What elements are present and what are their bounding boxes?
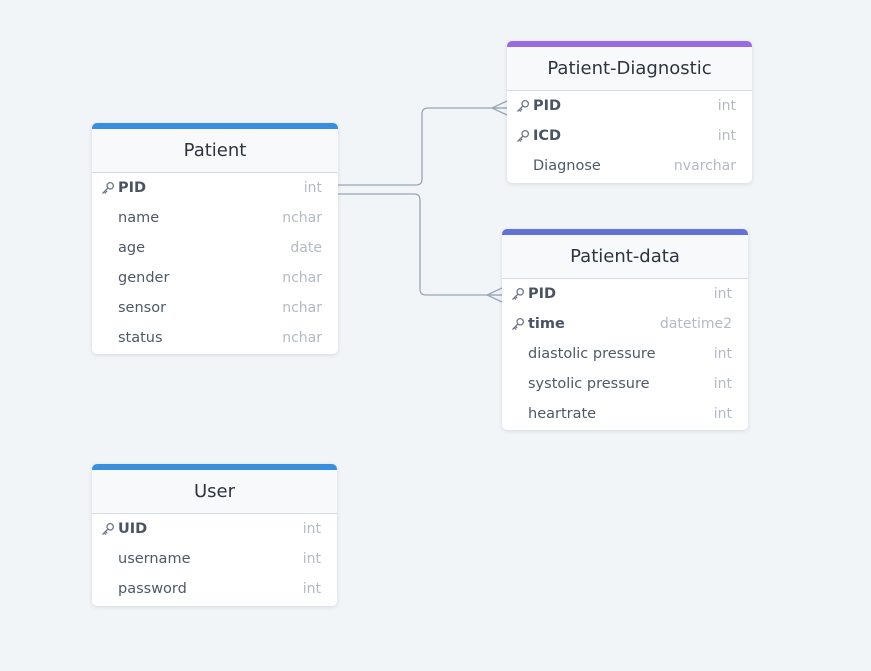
crowfoot-patient-data-icon	[485, 287, 503, 303]
table-accent-bar	[502, 229, 748, 235]
connector-patient-to-diagnostic[interactable]	[338, 107, 507, 186]
field-row[interactable]: PID int	[507, 91, 752, 121]
table-accent-bar	[507, 41, 752, 47]
table-user[interactable]: User UID int username int password int	[92, 464, 337, 606]
table-title[interactable]: Patient	[92, 129, 338, 173]
field-row[interactable]: time datetime2	[502, 309, 748, 339]
field-type: nchar	[282, 270, 322, 286]
table-accent-bar	[92, 123, 338, 129]
field-type: nchar	[282, 210, 322, 226]
primary-key-icon	[516, 99, 530, 113]
field-name: systolic pressure	[528, 376, 650, 392]
field-row[interactable]: age date	[92, 233, 338, 263]
field-name: heartrate	[528, 406, 597, 422]
table-accent-bar	[92, 464, 337, 470]
field-name: PID	[118, 180, 147, 196]
field-type: int	[717, 98, 736, 114]
field-row[interactable]: username int	[92, 544, 337, 574]
field-row[interactable]: systolic pressure int	[502, 369, 748, 399]
table-title[interactable]: Patient-Diagnostic	[507, 47, 752, 91]
field-name: ICD	[533, 128, 562, 144]
field-type: int	[302, 581, 321, 597]
table-title[interactable]: User	[92, 470, 337, 514]
primary-key-icon	[516, 129, 530, 143]
field-name: sensor	[118, 300, 167, 316]
table-title[interactable]: Patient-data	[502, 235, 748, 279]
field-type: int	[713, 406, 732, 422]
field-list: PID int name nchar age date gender nchar sensor n…	[92, 173, 338, 353]
field-name: age	[118, 240, 146, 256]
field-name: gender	[118, 270, 170, 286]
crowfoot-diagnostic-icon	[490, 100, 508, 116]
field-row[interactable]: heartrate int	[502, 399, 748, 429]
field-name: Diagnose	[533, 158, 601, 174]
field-row[interactable]: password int	[92, 574, 337, 604]
primary-key-icon	[101, 181, 115, 195]
field-name: time	[528, 316, 565, 332]
field-name: username	[118, 551, 191, 567]
field-type: int	[713, 286, 732, 302]
field-row[interactable]: UID int	[92, 514, 337, 544]
field-name: UID	[118, 521, 148, 537]
field-name: status	[118, 330, 163, 346]
field-type: date	[290, 240, 322, 256]
field-row[interactable]: ICD int	[507, 121, 752, 151]
table-patient[interactable]: Patient PID int name nchar age date gender ncha…	[92, 123, 338, 354]
field-name: name	[118, 210, 160, 226]
field-type: int	[303, 180, 322, 196]
field-type: int	[302, 521, 321, 537]
field-row[interactable]: PID int	[502, 279, 748, 309]
field-type: int	[717, 128, 736, 144]
field-row[interactable]: status nchar	[92, 323, 338, 353]
field-row[interactable]: sensor nchar	[92, 293, 338, 323]
field-type: nchar	[282, 330, 322, 346]
field-type: int	[302, 551, 321, 567]
connector-patient-to-patient-data[interactable]	[338, 193, 502, 296]
primary-key-icon	[511, 287, 525, 301]
field-row[interactable]: diastolic pressure int	[502, 339, 748, 369]
field-row[interactable]: gender nchar	[92, 263, 338, 293]
field-name: diastolic pressure	[528, 346, 656, 362]
field-list: UID int username int password int	[92, 514, 337, 604]
field-row[interactable]: Diagnose nvarchar	[507, 151, 752, 181]
primary-key-icon	[511, 317, 525, 331]
field-row[interactable]: PID int	[92, 173, 338, 203]
field-type: nvarchar	[673, 158, 736, 174]
field-type: int	[713, 376, 732, 392]
field-type: nchar	[282, 300, 322, 316]
primary-key-icon	[101, 522, 115, 536]
field-name: password	[118, 581, 187, 597]
field-name: PID	[533, 98, 562, 114]
field-type: int	[713, 346, 732, 362]
field-name: PID	[528, 286, 557, 302]
field-type: datetime2	[659, 316, 732, 332]
field-row[interactable]: name nchar	[92, 203, 338, 233]
